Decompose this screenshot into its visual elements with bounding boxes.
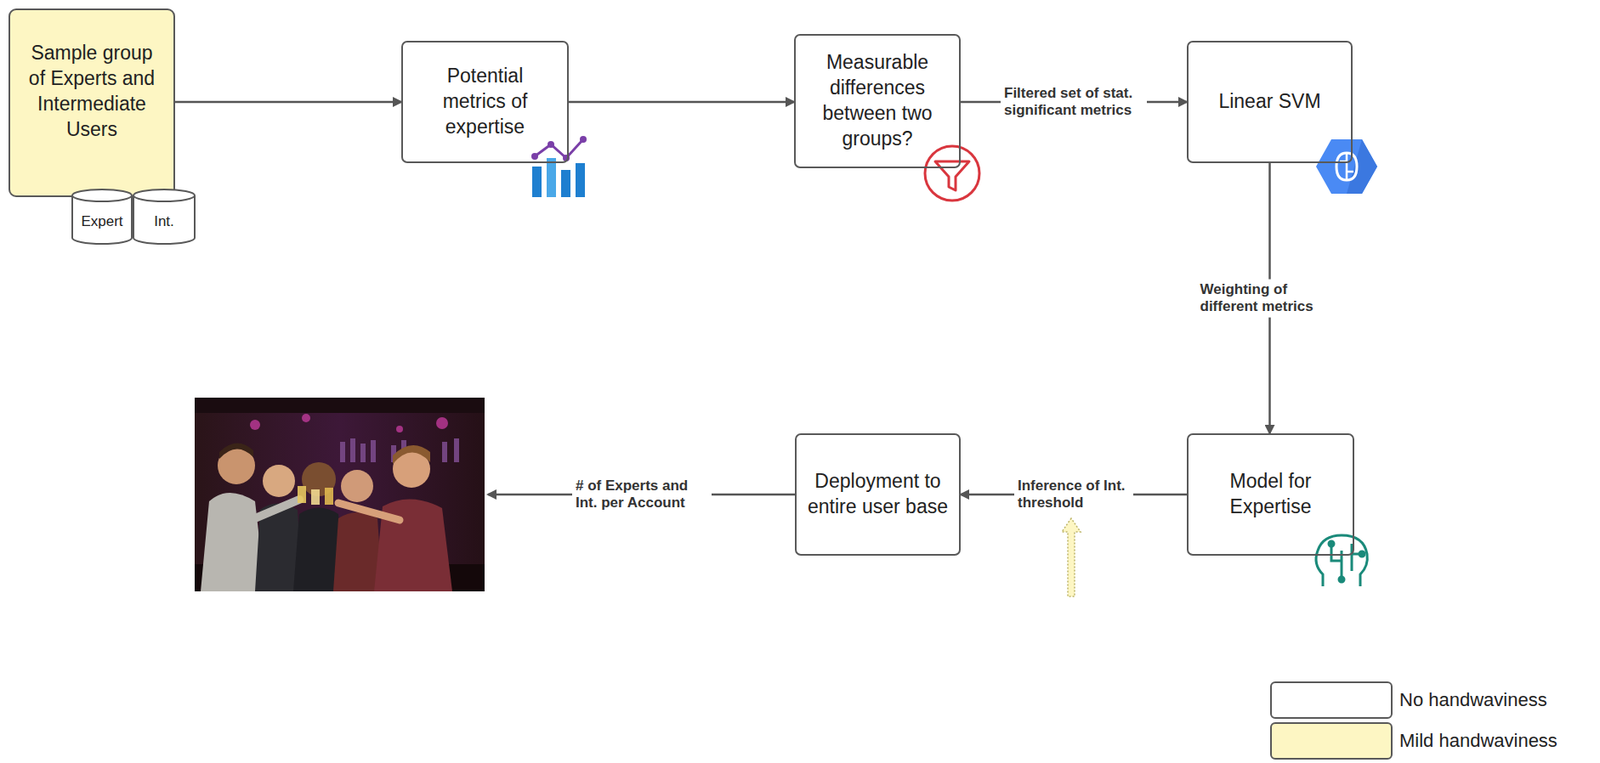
bar-photo	[194, 397, 485, 592]
node-text-group: Measurable differences between two group…	[805, 50, 949, 153]
legend-label: No handwaviness	[1399, 681, 1548, 720]
chart-icon	[531, 136, 587, 198]
arrow-label: # of Experts and Int. per Account	[572, 476, 712, 515]
legend-swatch	[1270, 681, 1393, 720]
flow-arrow	[175, 101, 402, 104]
node-label: Model for Expertise	[1198, 469, 1343, 521]
legend-swatch	[1270, 722, 1393, 761]
node-text-group: Potential metrics of expertise	[413, 63, 557, 141]
ml-icon	[1316, 139, 1378, 194]
node-label: Measurable differences between two group…	[805, 50, 949, 153]
node-text-group: Deployment to entire user base	[806, 469, 949, 521]
legend-label: Mild handwaviness	[1399, 722, 1558, 761]
handwavy-arrow	[1061, 518, 1081, 597]
node-label: Expert	[80, 212, 123, 232]
node-label: Deployment to entire user base	[806, 469, 949, 521]
process-box: Potential metrics of expertise	[401, 40, 569, 164]
process-box: Linear SVM	[1186, 40, 1353, 164]
model-icon	[1316, 535, 1368, 587]
edge-label: Filtered set of stat. significant metric…	[1000, 83, 1147, 122]
node-label: Linear SVM	[1218, 89, 1321, 115]
database-cylinder: Expert	[71, 188, 133, 245]
process-box: Deployment to entire user base	[794, 433, 961, 557]
node-label: Potential metrics of expertise	[413, 63, 557, 141]
edge-label: Inference of Int. threshold	[1014, 476, 1134, 515]
process-box: Measurable differences between two group…	[794, 34, 961, 169]
process-box: Model for Expertise	[1186, 433, 1355, 557]
flow-arrow	[568, 101, 795, 104]
database-cylinder: Int.	[132, 188, 196, 245]
node-text-group: Expert	[80, 212, 123, 232]
input-box: Sample group of Experts and Intermediate…	[8, 8, 176, 198]
node-label: Sample group of Experts and Intermediate…	[20, 40, 164, 143]
funnel-icon	[924, 146, 980, 201]
node-text-group: Int.	[153, 212, 175, 232]
node-label: Int.	[153, 212, 175, 232]
node-text-group: Linear SVM	[1218, 89, 1321, 115]
node-text-group: Model for Expertise	[1198, 469, 1343, 521]
edge-label: Weighting of different metrics	[1197, 279, 1344, 318]
node-text-group: Sample group of Experts and Intermediate…	[20, 40, 164, 143]
